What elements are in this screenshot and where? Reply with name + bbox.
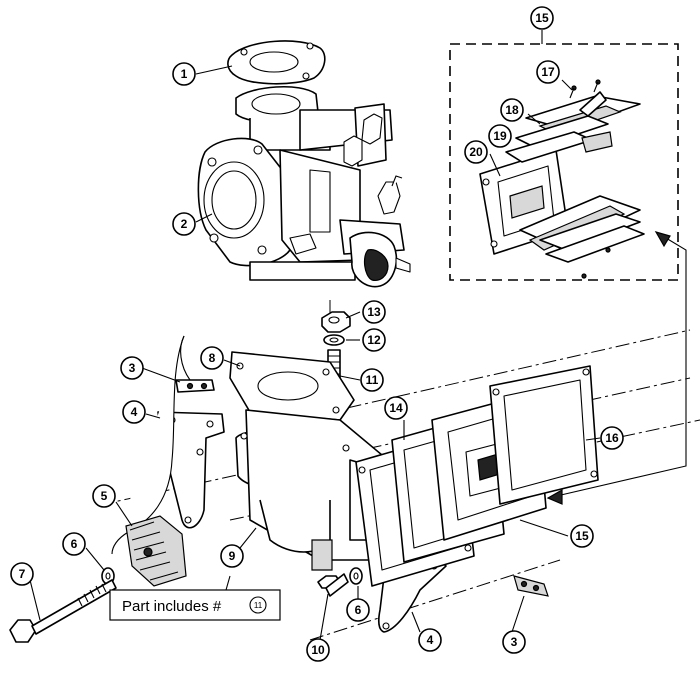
callout-c15a: 15	[530, 6, 554, 30]
callout-c5: 5	[92, 484, 116, 508]
callout-c7: 7	[10, 562, 34, 586]
callout-number: 6	[71, 537, 78, 551]
callout-number: 3	[511, 635, 518, 649]
callout-c1: 1	[172, 62, 196, 86]
rear-cover-plate	[489, 365, 599, 505]
callout-c8: 8	[200, 346, 224, 370]
washer-right	[349, 567, 363, 585]
callout-circle	[464, 140, 488, 164]
callout-number: 19	[493, 129, 507, 143]
callout-c9: 9	[220, 544, 244, 568]
callout-circle	[122, 400, 146, 424]
callout-circle	[384, 396, 408, 420]
lock-washer	[323, 334, 345, 346]
callout-c6b: 6	[346, 598, 370, 622]
callout-number: 14	[389, 401, 403, 415]
inset-reed-petals	[505, 79, 641, 163]
cable	[111, 335, 185, 555]
callout-circle	[346, 598, 370, 622]
nut	[321, 311, 351, 333]
callout-c4a: 4	[122, 400, 146, 424]
part-note-text: Part includes #	[122, 598, 222, 615]
callout-c17: 17	[536, 60, 560, 84]
leader-lines	[29, 30, 601, 641]
short-bolt	[317, 573, 349, 597]
callout-number: 13	[367, 305, 381, 319]
callout-circle	[488, 124, 512, 148]
callout-circle	[360, 368, 384, 392]
callout-circle	[220, 544, 244, 568]
callout-number: 10	[311, 643, 325, 657]
callout-c4b: 4	[418, 628, 442, 652]
callout-c15b: 15	[570, 524, 594, 548]
callout-circle	[362, 300, 386, 324]
callout-circle	[172, 62, 196, 86]
callout-number: 8	[209, 351, 216, 365]
callout-c3b: 3	[502, 630, 526, 654]
callout-number: 1	[181, 67, 188, 81]
callout-number: 3	[129, 361, 136, 375]
inset-lower-petals	[539, 213, 645, 279]
rubber-block	[125, 515, 187, 587]
callout-circle	[362, 328, 386, 352]
callout-number: 6	[355, 603, 362, 617]
inset-reference-arrow	[546, 231, 687, 505]
callout-c14: 14	[384, 396, 408, 420]
callout-circle	[200, 346, 224, 370]
reed-valve-inset	[449, 43, 679, 281]
callout-c2: 2	[172, 212, 196, 236]
carburetor-top-gasket	[227, 40, 326, 85]
callout-number: 15	[575, 529, 589, 543]
callout-c20: 20	[464, 140, 488, 164]
callout-circle	[172, 212, 196, 236]
callout-circle	[62, 532, 86, 556]
callout-c16: 16	[600, 426, 624, 450]
callout-circle	[530, 6, 554, 30]
callout-circle	[536, 60, 560, 84]
callout-c12: 12	[362, 328, 386, 352]
callout-number: 20	[469, 145, 483, 159]
callout-number: 17	[541, 65, 555, 79]
part-note: Part includes # 11	[109, 575, 281, 621]
callout-circle	[500, 98, 524, 122]
inset-reed-block	[479, 149, 641, 255]
long-bolt	[9, 579, 117, 643]
callout-c19: 19	[488, 124, 512, 148]
callout-number: 5	[101, 489, 108, 503]
callout-c11: 11	[360, 368, 384, 392]
part-note-ref-circle	[249, 596, 267, 614]
callout-c10: 10	[306, 638, 330, 662]
callout-circle	[92, 484, 116, 508]
callout-circle	[600, 426, 624, 450]
callout-c13: 13	[362, 300, 386, 324]
callout-c18: 18	[500, 98, 524, 122]
callout-number: 4	[131, 405, 138, 419]
callout-circle	[502, 630, 526, 654]
callout-number: 11	[366, 373, 379, 387]
callout-number: 18	[505, 103, 519, 117]
cable-clip-bottom	[513, 575, 549, 597]
callout-circle	[418, 628, 442, 652]
part-note-box	[109, 589, 281, 621]
callout-circle	[570, 524, 594, 548]
callout-number: 2	[181, 217, 188, 231]
callout-number: 4	[427, 633, 434, 647]
callout-c3a: 3	[120, 356, 144, 380]
callout-number: 7	[19, 567, 26, 581]
callout-number: 9	[229, 549, 236, 563]
carburetor-body	[197, 85, 411, 288]
cable-clip-top	[175, 335, 215, 393]
callout-circle	[306, 638, 330, 662]
callout-circle	[120, 356, 144, 380]
callout-circle	[10, 562, 34, 586]
callout-number: 16	[605, 431, 619, 445]
part-note-ref: 11	[254, 601, 263, 610]
callout-c6a: 6	[62, 532, 86, 556]
callout-number: 15	[535, 11, 549, 25]
callout-number: 12	[367, 333, 381, 347]
